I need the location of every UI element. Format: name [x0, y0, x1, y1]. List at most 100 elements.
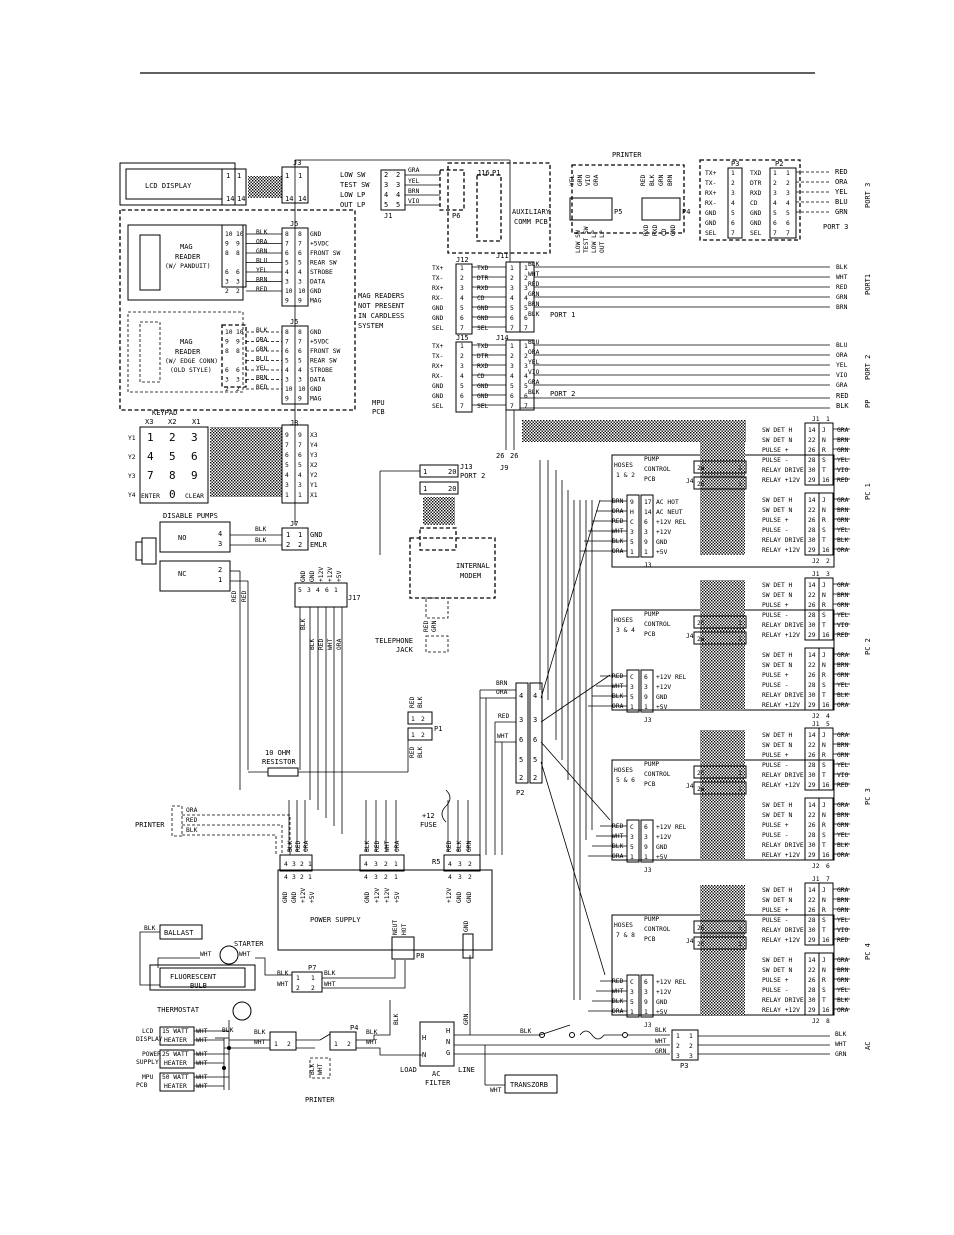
- diagram-label: S: [822, 987, 826, 994]
- diagram-label: CONTROL: [644, 621, 671, 628]
- diagram-label: 6: [524, 393, 528, 400]
- diagram-label: 14: [808, 732, 816, 739]
- diagram-line: [640, 819, 654, 863]
- svg-text:PRINTER: PRINTER: [305, 1096, 335, 1104]
- diagram-label: YEL: [837, 762, 849, 769]
- diagram-label: DISPLAY: [136, 1036, 163, 1043]
- diagram-label: GRN: [837, 907, 849, 914]
- diagram-label: N: [822, 507, 826, 514]
- diagram-label: R: [822, 602, 826, 609]
- diagram-line: [700, 885, 745, 1015]
- diagram-label: X1: [310, 492, 318, 499]
- diagram-label: R: [822, 752, 826, 759]
- svg-text:VIO: VIO: [585, 174, 592, 186]
- diagram-label: PCB: [644, 476, 656, 483]
- diagram-label: 3: [524, 363, 528, 370]
- diagram-label: 6: [285, 348, 289, 355]
- diagram-label: 3: [458, 874, 462, 881]
- diagram-label: RED: [836, 284, 848, 291]
- diagram-label: 3: [225, 279, 229, 286]
- lcd-display-block: LCD DISPLAY 1 14 1 14 J3 1 14 1 14: [119, 159, 309, 206]
- diagram-label: 9: [298, 396, 302, 403]
- diagram-label: 2: [384, 874, 388, 881]
- diagram-label: 9: [644, 844, 648, 851]
- svg-text:BLK: BLK: [393, 1013, 400, 1025]
- diagram-label: GND: [477, 393, 489, 400]
- svg-text:+12: +12: [422, 812, 435, 820]
- svg-text:X3: X3: [145, 418, 153, 426]
- diagram-label: 1: [394, 861, 398, 868]
- diagram-label: R: [822, 977, 826, 984]
- diagram-label: PULSE -: [762, 917, 789, 924]
- svg-text:P5: P5: [614, 208, 622, 216]
- diagram-label: WHT: [612, 683, 624, 690]
- svg-text:J5: J5: [290, 220, 298, 228]
- diagram-label: J4: [686, 938, 694, 945]
- diagram-label: 6: [460, 393, 464, 400]
- diagram-label: S: [822, 682, 826, 689]
- diagram-label: R: [822, 447, 826, 454]
- diagram-label: SEL: [705, 230, 717, 237]
- diagram-label: GND: [310, 288, 322, 295]
- diagram-label: 6: [731, 220, 735, 227]
- diagram-label: 5: [510, 383, 514, 390]
- svg-text:(W/ PANDUIT): (W/ PANDUIT): [165, 263, 211, 270]
- diagram-label: 1: [773, 170, 777, 177]
- diagram-label: 1: [786, 170, 790, 177]
- diagram-label: PC 1: [864, 483, 872, 500]
- diagram-label: 4: [364, 874, 368, 881]
- diagram-label: AC NEUT: [656, 509, 683, 516]
- diagram-label: 14: [808, 497, 816, 504]
- svg-text:WHT: WHT: [327, 638, 334, 650]
- diagram-label: BLU: [836, 342, 848, 349]
- diagram-label: HEATER: [164, 1060, 187, 1067]
- diagram-label: 1: [510, 265, 514, 272]
- diagram-label: RED: [612, 823, 624, 830]
- svg-text:KEYPAD: KEYPAD: [152, 409, 177, 417]
- svg-text:1: 1: [285, 172, 289, 180]
- diagram-label: +12V REL: [656, 674, 687, 681]
- diagram-label: 3: [630, 529, 634, 536]
- j17-block: GND GND +12V +12V +5V J17 5 3 4 6 1 BLK …: [294, 567, 361, 834]
- diagram-label: GND: [456, 891, 463, 903]
- diagram-label: ORA: [528, 349, 540, 356]
- svg-text:5: 5: [396, 201, 400, 209]
- diagram-label: RX+: [432, 363, 444, 370]
- diagram-label: 1: [524, 343, 528, 350]
- diagram-label: PULSE +: [762, 752, 789, 759]
- diagram-label: 7: [524, 325, 528, 332]
- diagram-label: 7: [285, 241, 289, 248]
- diagram-label: BRN: [837, 662, 849, 669]
- svg-text:BALLAST: BALLAST: [164, 929, 194, 937]
- diagram-label: 8: [285, 329, 289, 336]
- diagram-label: 4: [298, 472, 302, 479]
- diagram-label: 1: [738, 465, 742, 472]
- diagram-label: 5: [826, 721, 830, 728]
- diagram-label: ORA: [612, 508, 624, 515]
- svg-text:+12V: +12V: [327, 567, 334, 582]
- diagram-label: 29: [808, 547, 816, 554]
- diagram-label: 0: [169, 488, 176, 501]
- diagram-label: WHT: [528, 271, 540, 278]
- svg-text:1: 1: [286, 531, 290, 539]
- diagram-line: [700, 730, 745, 860]
- diagram-label: 3: [292, 861, 296, 868]
- svg-text:14: 14: [226, 195, 234, 203]
- diagram-label: 3: [630, 834, 634, 841]
- diagram-label: 1: [285, 492, 289, 499]
- diagram-label: 4: [460, 295, 464, 302]
- svg-text:LOW LP: LOW LP: [340, 191, 365, 199]
- diagram-label: 15 WATT: [162, 1028, 189, 1035]
- diagram-label: GND: [432, 393, 444, 400]
- diagram-label: TXD: [477, 265, 489, 272]
- diagram-label: GRN: [837, 977, 849, 984]
- diagram-label: PULSE -: [762, 832, 789, 839]
- diagram-label: SEL: [477, 325, 489, 332]
- svg-text:14: 14: [237, 195, 245, 203]
- diagram-label: 26: [808, 752, 816, 759]
- diagram-label: GRN: [256, 346, 268, 353]
- svg-text:X2: X2: [168, 418, 176, 426]
- diagram-label: 1: [738, 620, 742, 627]
